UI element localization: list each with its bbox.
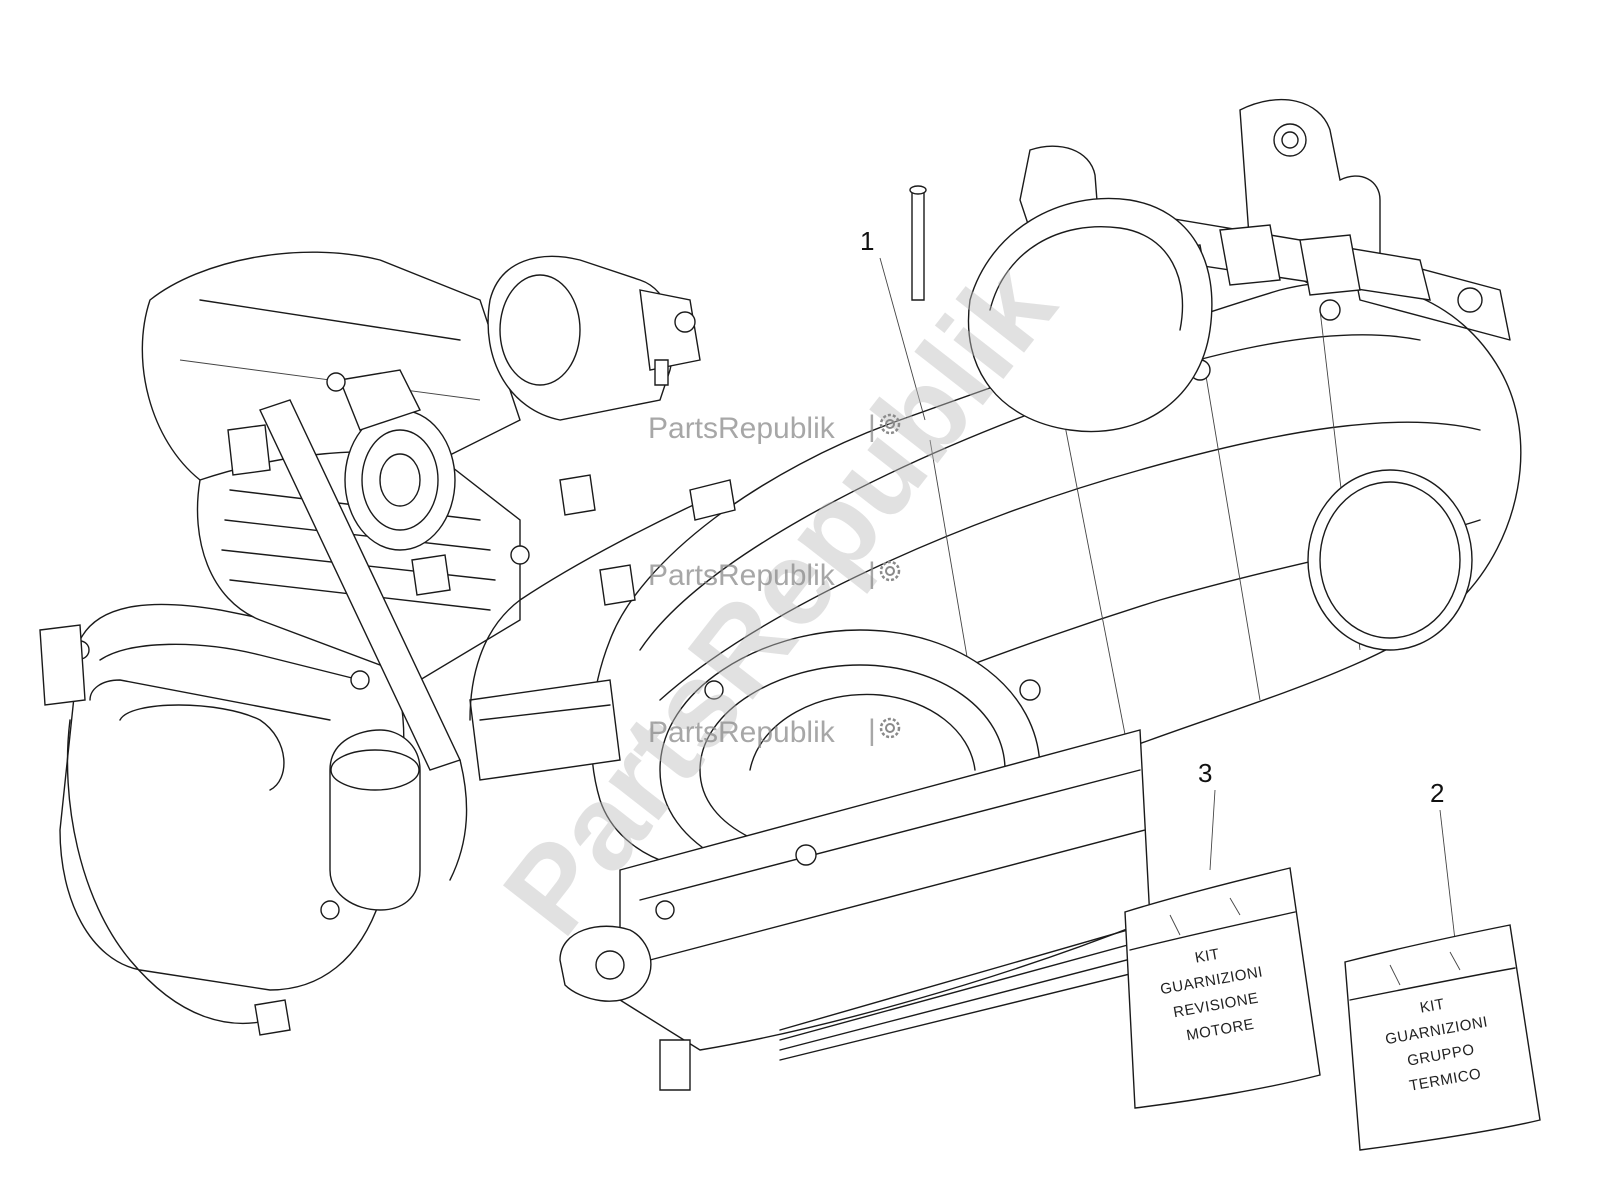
kit-2-line-1: KIT — [1419, 996, 1446, 1017]
kit-3-line-1: KIT — [1194, 946, 1221, 967]
watermark-row-3: PartsRepublik | — [648, 714, 901, 749]
callout-2: 2 — [1430, 778, 1444, 808]
watermark-sep-3: | — [868, 714, 876, 747]
watermark-sep-2: | — [868, 557, 876, 590]
watermark-text-3: PartsRepublik — [648, 716, 836, 749]
engine-assembly — [39, 98, 1522, 1091]
gear-icon — [879, 717, 901, 739]
gear-icon — [879, 413, 901, 435]
gear-icon — [879, 560, 901, 582]
kit-bag-cylinder-group: KIT GUARNIZIONI GRUPPO TERMICO — [1344, 924, 1541, 1151]
callout-3: 3 — [1198, 758, 1212, 788]
callout-leaders — [879, 257, 1456, 941]
watermark-row-2: PartsRepublik | — [648, 557, 901, 592]
callout-1: 1 — [860, 226, 874, 256]
watermark-text-2: PartsRepublik — [648, 559, 836, 592]
watermark-text-1: PartsRepublik — [648, 412, 836, 445]
watermark-sep-1: | — [868, 410, 876, 443]
kit-bag-engine-overhaul: KIT GUARNIZIONI REVISIONE MOTORE — [1124, 867, 1321, 1109]
watermark-row-1: PartsRepublik | — [648, 410, 901, 445]
